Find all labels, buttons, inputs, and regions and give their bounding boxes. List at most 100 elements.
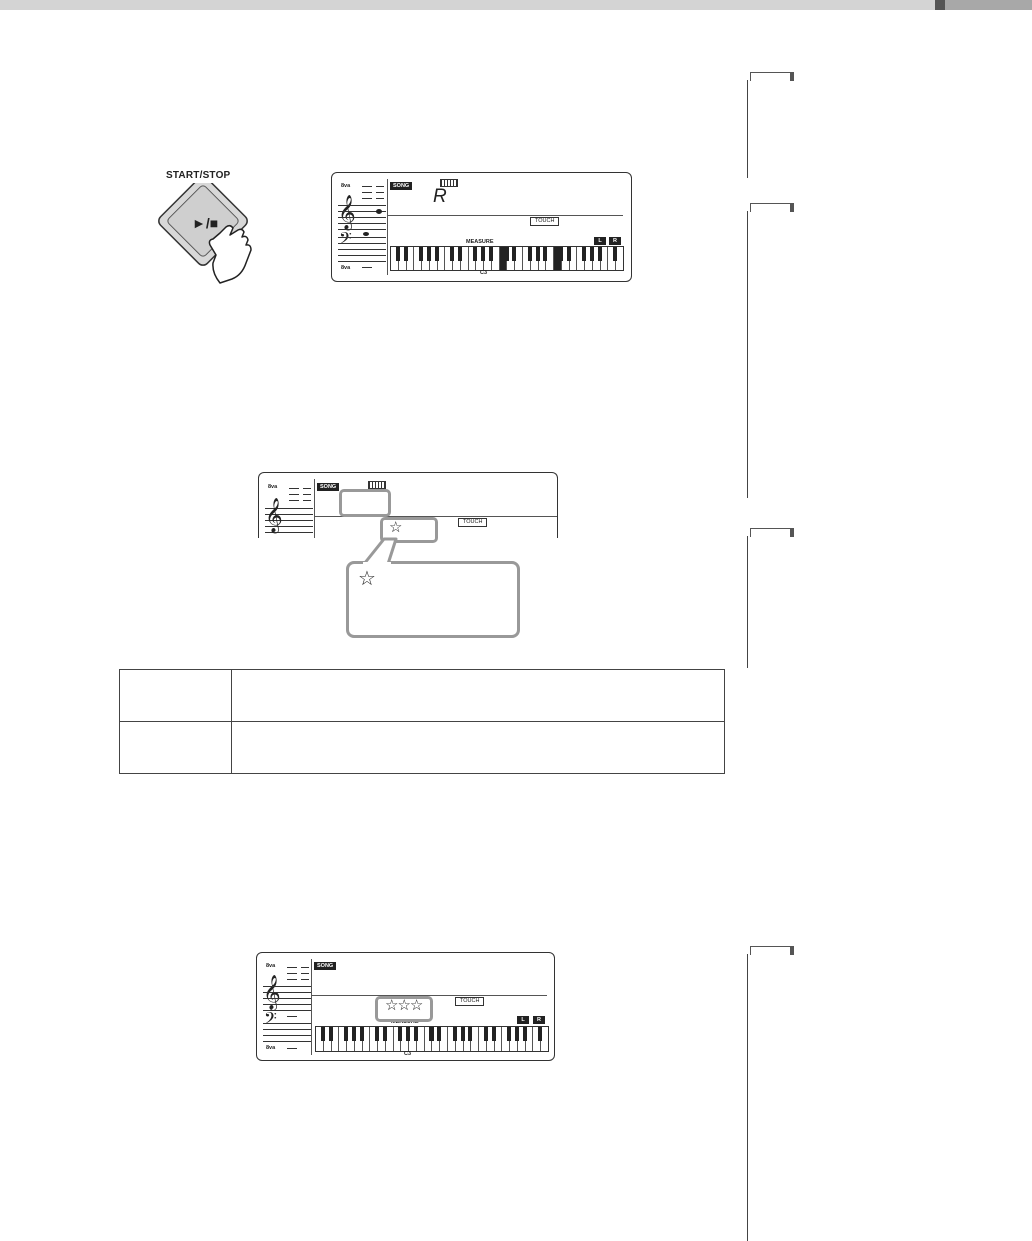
measure-label: MEASURE [391, 1019, 419, 1025]
keyboard-black-key [320, 1027, 325, 1042]
song-indicator: SONG [390, 182, 413, 190]
keyboard-black-key [359, 1027, 364, 1042]
keyboard-black-key [543, 247, 548, 261]
keyboard-black-key [403, 247, 408, 261]
keyboard-key [453, 247, 462, 270]
keyboard-key [507, 247, 517, 270]
keyboard-key [393, 1027, 403, 1051]
right-hand-indicator: R [609, 237, 621, 245]
bass-clef-icon: 𝄢 [339, 230, 352, 252]
lcd-keyboard [390, 246, 624, 271]
keyboard-key [385, 1027, 394, 1051]
keyboard-key [494, 1027, 503, 1051]
keyboard-black-key [398, 1027, 403, 1042]
segment-highlight-box [339, 489, 391, 517]
keyboard-black-key [538, 1027, 543, 1042]
octave-mark: 8va [341, 265, 351, 271]
keyboard-key [479, 1027, 488, 1051]
keyboard-key [608, 247, 618, 270]
table-row [119, 721, 725, 774]
keyboard-key [455, 1027, 465, 1051]
margin-note-tab [750, 528, 794, 537]
keyboard-key [460, 247, 469, 270]
keyboard-key [429, 247, 439, 270]
segment-display-char: R [433, 186, 447, 207]
keyboard-black-key [328, 1027, 333, 1042]
treble-clef-icon: 𝄞 [265, 499, 283, 532]
keyboard-key [499, 247, 509, 270]
keyboard-black-key [406, 1027, 411, 1042]
keyboard-black-key [558, 247, 563, 261]
keyboard-key [502, 1027, 512, 1051]
keyboard-key [554, 247, 563, 270]
bass-clef-icon: 𝄢 [264, 1010, 277, 1032]
keyboard-key [414, 247, 424, 270]
keyboard-black-key [597, 247, 602, 261]
margin-note-rule [747, 211, 748, 498]
measure-label: MEASURE [466, 239, 494, 245]
keyboard-black-key [488, 247, 493, 261]
star-highlight-box [380, 517, 438, 543]
keyboard-black-key [419, 247, 424, 261]
keyboard-black-key [351, 1027, 356, 1042]
margin-note-rule [747, 536, 748, 668]
keyboard-black-key [468, 1027, 473, 1042]
left-hand-indicator: L [517, 1016, 529, 1024]
keyboard-key [471, 1027, 480, 1051]
keyboard-black-key [457, 247, 462, 261]
keyboard-key [432, 1027, 442, 1051]
keyboard-key [491, 247, 500, 270]
keyboard-black-key [375, 1027, 380, 1042]
keyboard-key [517, 1027, 527, 1051]
keyboard-key [437, 247, 446, 270]
keyboard-black-key [434, 247, 439, 261]
keyboard-key [616, 247, 623, 270]
c3-label: C3 [404, 1051, 412, 1057]
keyboard-black-key [527, 247, 532, 261]
lcd-keyboard [315, 1026, 549, 1052]
keyboard-black-key [483, 1027, 488, 1042]
note-head [376, 209, 382, 214]
keyboard-black-key [481, 247, 486, 261]
keyboard-mini-icon [368, 481, 386, 489]
top-bar-dark-block [935, 0, 945, 10]
keyboard-key [445, 247, 455, 270]
keyboard-key [448, 1027, 457, 1051]
keyboard-key [339, 1027, 349, 1051]
keyboard-key [406, 247, 415, 270]
octave-mark: 8va [341, 183, 351, 189]
keyboard-key [538, 247, 548, 270]
callout-pointer [362, 537, 398, 567]
keyboard-key [378, 1027, 387, 1051]
stars-highlight-box [375, 996, 433, 1022]
keyboard-key [354, 1027, 364, 1051]
keyboard-key [347, 1027, 356, 1051]
octave-mark: 8va [268, 484, 278, 490]
keyboard-key [440, 1027, 449, 1051]
note-head [363, 232, 369, 236]
keyboard-black-key [473, 247, 478, 261]
keyboard-key [362, 1027, 371, 1051]
keyboard-black-key [582, 247, 587, 261]
song-indicator: SONG [314, 962, 337, 970]
keyboard-black-key [450, 247, 455, 261]
lcd-display-1: 8va 𝄞 𝄢 8va SONG R TOUCH MEASURE L R C3 [331, 172, 632, 282]
keyboard-key [510, 1027, 519, 1051]
keyboard-black-key [429, 1027, 434, 1042]
left-hand-indicator: L [594, 237, 606, 245]
margin-note-rule [747, 954, 748, 1241]
keyboard-key [533, 1027, 543, 1051]
keyboard-black-key [491, 1027, 496, 1042]
octave-mark: 8va [266, 1045, 276, 1051]
keyboard-key [424, 1027, 434, 1051]
keyboard-black-key [452, 1027, 457, 1042]
keyboard-key [398, 247, 408, 270]
keyboard-key [422, 247, 431, 270]
margin-note-rule [747, 80, 748, 178]
keyboard-key [523, 247, 532, 270]
keyboard-black-key [514, 1027, 519, 1042]
margin-note-tab [750, 72, 794, 81]
keyboard-key [530, 247, 540, 270]
callout-box [346, 561, 520, 638]
star-icon: ☆ [389, 519, 403, 536]
